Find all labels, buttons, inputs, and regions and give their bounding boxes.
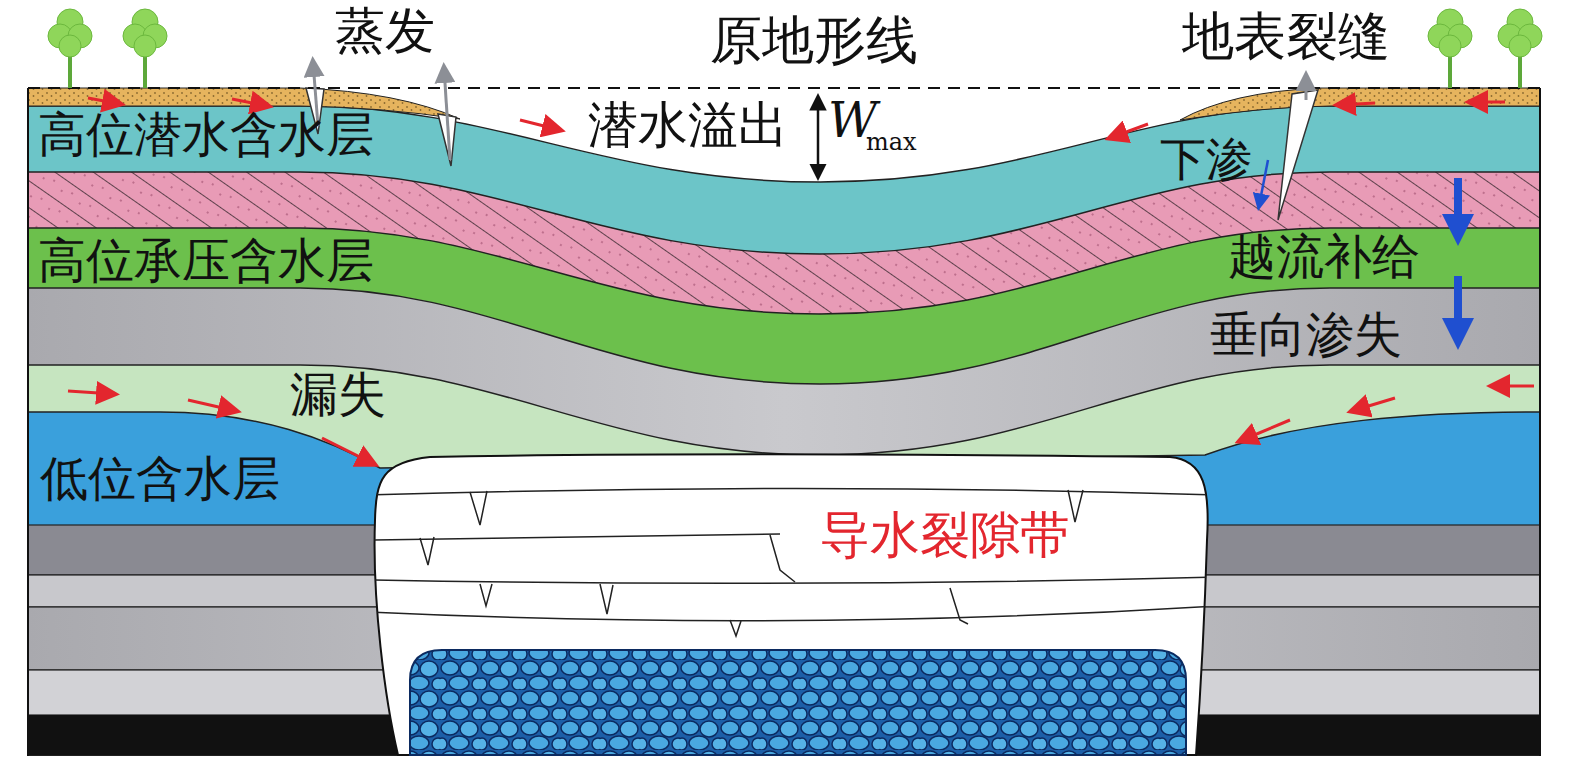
- layer-name: 低位含水层: [40, 454, 282, 502]
- layer-name: 高位承压含水层: [38, 236, 376, 284]
- annotation-label: 地表裂缝: [1182, 10, 1390, 62]
- layer-band: 高位承压含水层: [38, 236, 376, 286]
- annotation-label: 原地形线: [710, 14, 918, 66]
- annotation-label: max: [866, 130, 917, 154]
- annotation-label: 潜水溢出: [588, 100, 788, 150]
- layer-band: 导水裂隙带: [820, 510, 1072, 562]
- layer-band: 高位潜水含水层: [38, 110, 376, 160]
- layer-name: 导水裂隙带: [820, 510, 1072, 560]
- annotation-label: 蒸发: [335, 6, 435, 56]
- annotation-label: 漏失: [290, 370, 386, 418]
- annotation-label: 越流补给: [1228, 232, 1420, 280]
- annotation-label: 下渗: [1160, 136, 1252, 182]
- layer-name: 高位潜水含水层: [38, 110, 376, 158]
- annotation-label: 垂向渗失: [1210, 310, 1402, 358]
- layer-band: 低位含水层: [40, 454, 282, 504]
